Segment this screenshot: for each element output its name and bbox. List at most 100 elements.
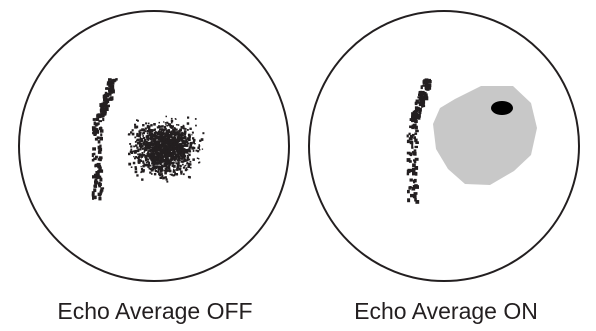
echo-speck xyxy=(413,149,417,152)
noise-speck xyxy=(189,142,192,145)
noise-speck xyxy=(183,142,185,145)
noise-speck xyxy=(140,165,142,168)
noise-speck xyxy=(159,138,162,140)
noise-speck xyxy=(169,173,171,176)
echo-average-on-panel xyxy=(308,10,580,282)
noise-speck xyxy=(157,141,159,144)
noise-speck xyxy=(196,157,199,159)
noise-speck xyxy=(142,164,145,168)
noise-speck xyxy=(198,161,201,164)
noise-speck xyxy=(162,165,164,168)
noise-speck xyxy=(170,119,174,123)
noise-speck xyxy=(163,155,165,157)
noise-speck xyxy=(195,124,197,127)
echo-speck xyxy=(411,143,414,148)
noise-speck xyxy=(136,174,139,177)
echo-speck xyxy=(414,194,417,199)
noise-speck xyxy=(152,151,154,153)
noise-speck xyxy=(153,157,155,160)
noise-speck xyxy=(158,159,162,163)
echo-speck xyxy=(94,196,97,200)
echo-speck xyxy=(414,198,417,202)
noise-speck xyxy=(153,123,156,126)
noise-speck xyxy=(197,146,200,150)
noise-speck xyxy=(174,156,177,160)
noise-speck xyxy=(165,169,168,173)
noise-speck xyxy=(175,161,177,163)
noise-speck xyxy=(163,149,166,153)
noise-speck xyxy=(140,171,142,174)
noise-speck xyxy=(159,157,163,161)
noise-speck xyxy=(143,147,145,149)
echo-speck xyxy=(108,78,112,81)
noise-speck xyxy=(160,149,164,152)
echo-speck xyxy=(95,155,98,159)
echo-speck xyxy=(414,157,419,161)
noise-speck xyxy=(144,127,147,130)
echo-speck xyxy=(406,158,411,162)
noise-speck xyxy=(145,163,148,167)
noise-speck xyxy=(150,158,153,161)
noise-speck xyxy=(198,158,200,160)
echo-speck xyxy=(93,157,97,161)
noise-speck xyxy=(144,156,148,159)
noise-speck xyxy=(151,158,154,160)
echo-speck xyxy=(105,87,109,90)
echo-speck xyxy=(98,166,102,171)
echo-speck xyxy=(94,122,99,126)
noise-speck xyxy=(184,159,187,162)
echo-speck xyxy=(412,185,416,188)
echo-speck xyxy=(94,164,97,168)
echo-speck xyxy=(418,91,421,94)
noise-speck xyxy=(173,161,175,164)
echo-speck xyxy=(408,186,411,190)
echo-speck xyxy=(412,152,415,156)
noise-speck xyxy=(148,128,151,131)
noise-speck xyxy=(167,170,169,172)
echo-speck xyxy=(413,118,417,122)
noise-speck xyxy=(168,169,172,173)
noise-speck xyxy=(164,176,167,179)
noise-speck xyxy=(165,161,168,164)
echo-speck xyxy=(416,112,419,115)
noise-speck xyxy=(173,132,176,135)
noise-speck xyxy=(164,155,166,158)
noise-speck xyxy=(182,124,185,127)
echo-speck xyxy=(91,158,95,162)
noise-speck xyxy=(160,132,163,136)
noise-speck xyxy=(173,133,177,137)
noise-speck xyxy=(189,160,192,163)
noise-speck xyxy=(149,149,151,152)
noise-speck xyxy=(175,144,178,147)
noise-speck xyxy=(163,121,165,123)
noise-speck xyxy=(173,152,176,155)
noise-speck xyxy=(143,147,146,149)
echo-speck xyxy=(98,175,102,179)
noise-speck xyxy=(198,149,201,151)
noise-speck xyxy=(160,173,163,176)
noise-speck xyxy=(140,142,143,145)
noise-speck xyxy=(153,165,157,169)
noise-speck xyxy=(157,131,160,135)
radar-scope-circle-off xyxy=(18,10,290,282)
noise-speck xyxy=(146,125,149,127)
noise-speck xyxy=(158,130,160,133)
noise-speck xyxy=(140,157,142,159)
echo-speck xyxy=(414,113,418,116)
echo-speck xyxy=(97,192,102,196)
noise-speck xyxy=(177,161,180,164)
noise-speck xyxy=(178,144,182,147)
noise-speck xyxy=(150,140,153,142)
noise-speck xyxy=(199,139,202,142)
noise-speck xyxy=(144,155,147,158)
noise-speck xyxy=(180,170,183,174)
noise-speck xyxy=(149,164,152,167)
noise-speck xyxy=(181,154,183,157)
noise-speck xyxy=(134,123,137,126)
noise-speck xyxy=(139,129,142,132)
echo-speck xyxy=(102,104,107,108)
noise-speck xyxy=(168,160,171,163)
noise-speck xyxy=(130,131,133,134)
echo-speck xyxy=(422,82,425,85)
echo-speck xyxy=(423,91,427,96)
